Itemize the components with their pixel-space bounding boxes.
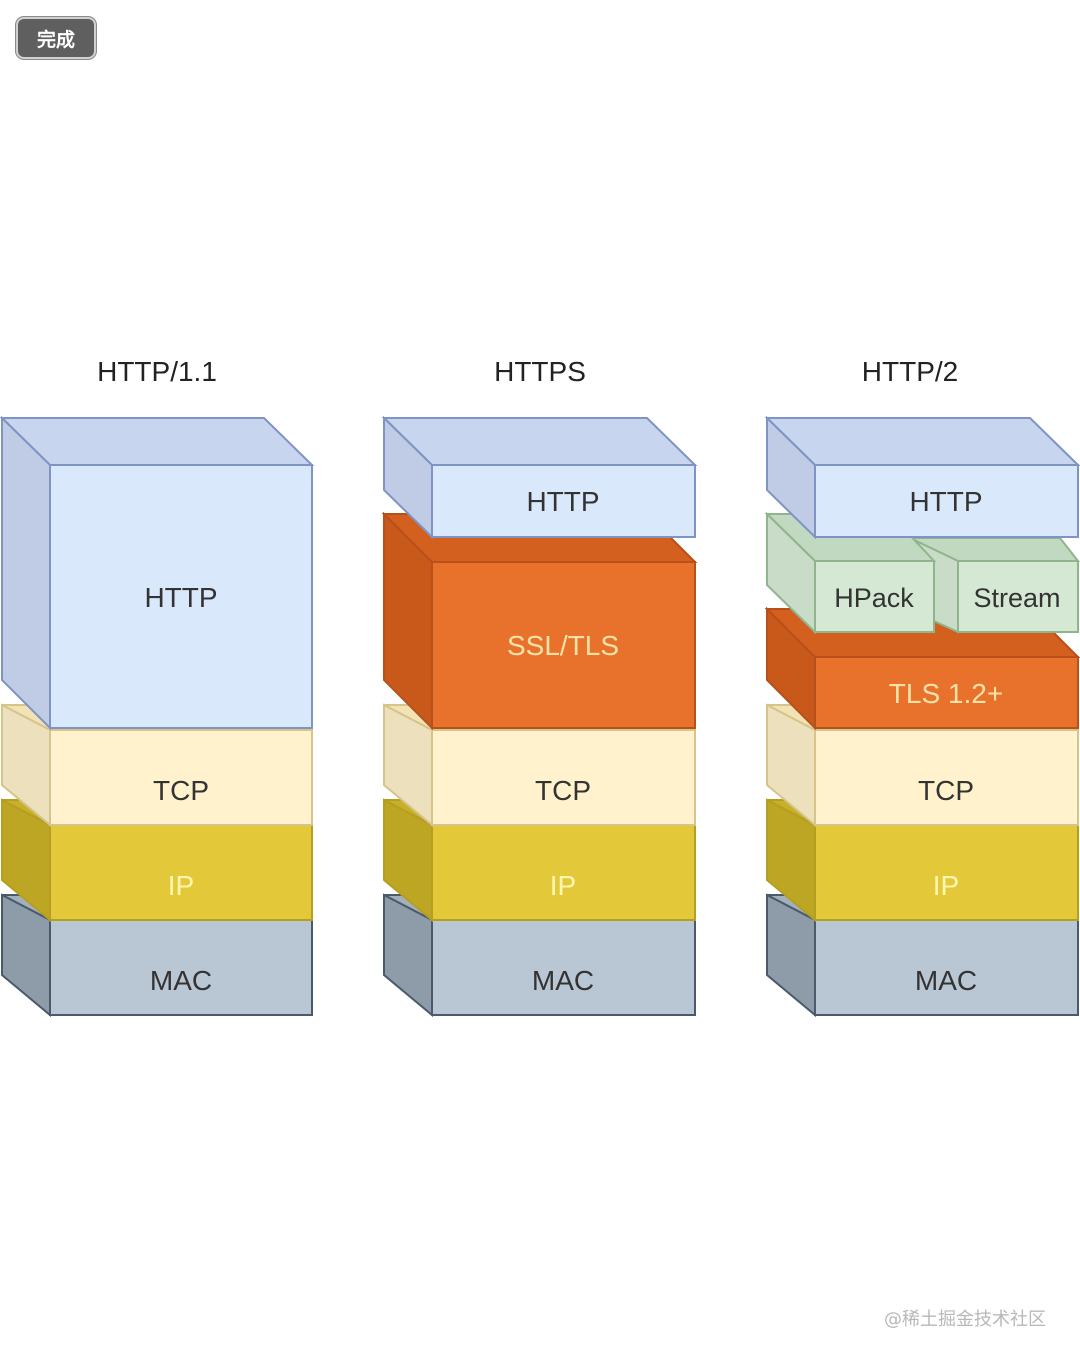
layer-block-mac: MAC bbox=[1, 893, 313, 1018]
layer-label-stream: Stream bbox=[973, 583, 1060, 613]
done-button[interactable]: 完成 bbox=[16, 17, 96, 59]
layer-label-mac: MAC bbox=[915, 965, 977, 996]
column-title-http2: HTTP/2 bbox=[862, 356, 958, 387]
layer-label-tcp: TCP bbox=[918, 775, 974, 806]
layer-label-tcp: TCP bbox=[535, 775, 591, 806]
layer-block-http: HTTP bbox=[0, 415, 315, 731]
layer-label-hpack: HPack bbox=[834, 583, 914, 613]
layer-label-mac: MAC bbox=[532, 965, 594, 996]
layer-block-http: HTTP bbox=[764, 415, 1080, 540]
layer-block-http: HTTP bbox=[381, 415, 698, 540]
layer-block-ssl-tls: SSL/TLS bbox=[381, 511, 698, 731]
layer-label-http: HTTP bbox=[144, 582, 217, 613]
layer-label-ip: IP bbox=[168, 870, 194, 901]
layer-label-ssl-tls: SSL/TLS bbox=[507, 630, 619, 661]
layer-label-http: HTTP bbox=[526, 486, 599, 517]
column-title-http11: HTTP/1.1 bbox=[97, 356, 217, 387]
layer-label-mac: MAC bbox=[150, 965, 212, 996]
layer-block-stream: Stream bbox=[909, 536, 1080, 634]
layer-label-tcp: TCP bbox=[153, 775, 209, 806]
watermark: @稀土掘金技术社区 bbox=[884, 1309, 1046, 1330]
layer-label-http: HTTP bbox=[909, 486, 982, 517]
layer-label-ip: IP bbox=[550, 870, 576, 901]
layer-label-tls12: TLS 1.2+ bbox=[889, 678, 1003, 709]
column-title-https: HTTPS bbox=[494, 356, 586, 387]
layer-label-ip: IP bbox=[933, 870, 959, 901]
